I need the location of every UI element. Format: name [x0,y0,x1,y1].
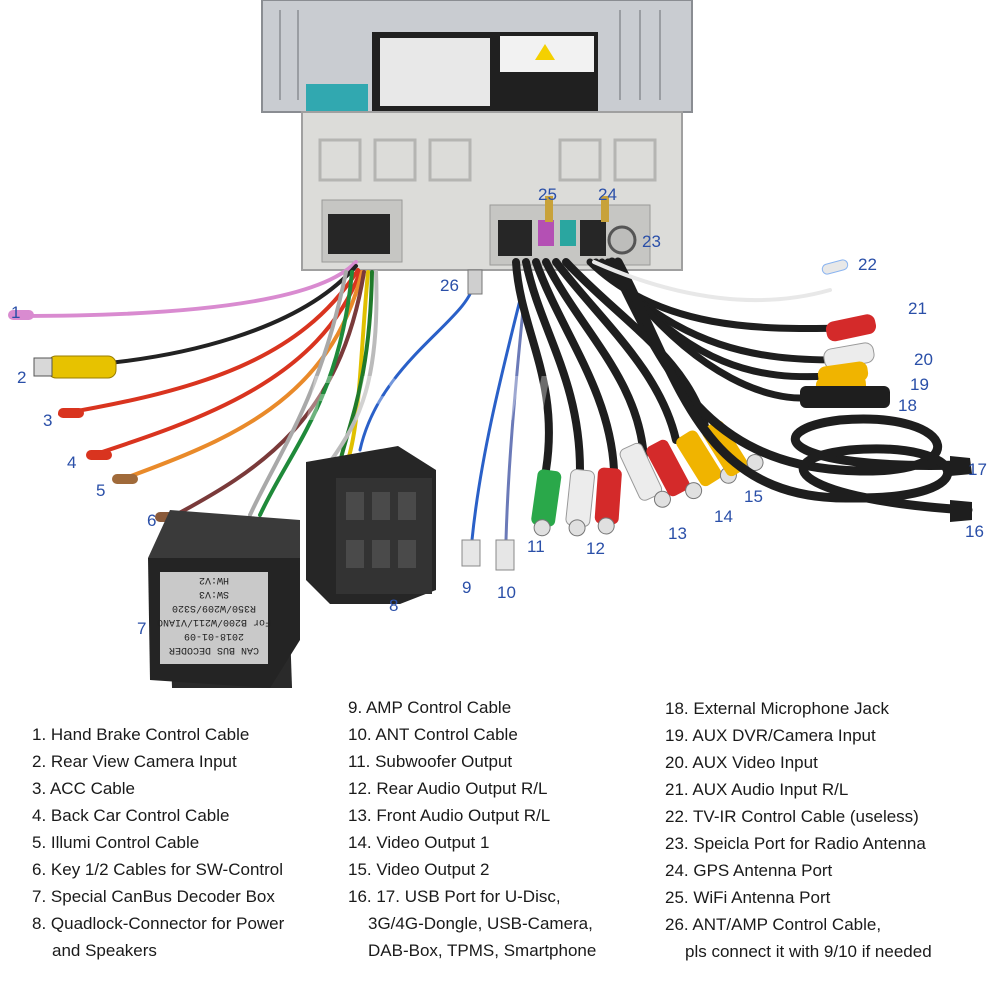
callout-18: 18 [898,396,917,415]
legend-item: 16. 17. USB Port for U-Disc, [348,887,561,906]
legend-item: 7. Special CanBus Decoder Box [32,887,275,906]
legend-item: 24. GPS Antenna Port [665,861,833,880]
legend-item: 13. Front Audio Output R/L [348,806,551,825]
callout-6: 6 [147,511,157,530]
aux-usb-cables [586,257,973,515]
wiring-diagram: CAN BUS DECODER 2018-01-09 For B200/W211/V… [8,0,973,688]
legend-item: 23. Speicla Port for Radio Antenna [665,834,926,853]
callout-13: 13 [668,524,687,543]
callout-15: 15 [744,487,763,506]
legend-item: 25. WiFi Antenna Port [665,888,831,907]
wire-tips [8,310,181,522]
legend-item: 14. Video Output 1 [348,833,490,852]
callout-25: 25 [538,185,557,204]
legend-item: 11. Subwoofer Output [348,752,513,771]
legend-item: 22. TV-IR Control Cable (useless) [665,807,919,826]
legend-item: 3. ACC Cable [32,779,135,798]
legend-item: 4. Back Car Control Cable [32,806,230,825]
aux-connectors [800,259,972,522]
callout-21: 21 [908,299,927,318]
legend-column-3: 18. External Microphone Jack 19. AUX DVR… [665,695,932,965]
watermark: ERISIN [305,362,554,434]
legend-item: 19. AUX DVR/Camera Input [665,726,876,745]
legend-column-2: 9. AMP Control Cable 10. ANT Control Cab… [348,694,596,964]
decoder-label-line: R350/W209/S320 [172,602,256,614]
legend-item: 18. External Microphone Jack [665,699,889,718]
legend-item: 26. ANT/AMP Control Cable, [665,915,882,934]
legend-item-continuation: pls connect it with 9/10 if needed [685,942,932,961]
callout-2: 2 [17,368,27,387]
legend-item: 5. Illumi Control Cable [32,833,200,852]
callout-22: 22 [858,255,877,274]
callout-9: 9 [462,578,472,597]
legend-item: 15. Video Output 2 [348,860,490,879]
callout-16: 16 [965,522,984,541]
decoder-label-line: HW:V2 [199,574,229,585]
canbus-decoder-box [148,510,300,688]
main-harness-socket [328,214,390,254]
legend-item-continuation: and Speakers [52,941,157,960]
decoder-label-line: For B200/W211/VIANO [157,616,271,628]
callout-1: 1 [11,303,21,322]
decoder-label-line: SW:V3 [199,588,229,599]
legend-item-continuation: DAB-Box, TPMS, Smartphone [368,941,597,960]
rear-camera-connector [33,355,117,379]
callout-26: 26 [440,276,459,295]
decoder-label-line: 2018-01-09 [184,630,244,641]
legend-item: 8. Quadlock-Connector for Power [32,914,285,933]
callout-4: 4 [67,453,77,472]
legend-item: 20. AUX Video Input [665,753,818,772]
legend-item: 6. Key 1/2 Cables for SW-Control [32,860,284,879]
callout-3: 3 [43,411,53,430]
legend-item: 10. ANT Control Cable [348,725,518,744]
radio-antenna-port [607,225,637,255]
warning-icon [535,44,555,60]
quadlock-connector [306,446,436,604]
callout-12: 12 [586,539,605,558]
decoder-label-line: CAN BUS DECODER [169,644,259,655]
callout-8: 8 [389,596,399,615]
callout-7: 7 [137,619,147,638]
callout-5: 5 [96,481,106,500]
callout-17: 17 [968,460,987,479]
rca-connectors-left [531,420,764,537]
callout-11: 11 [527,537,545,556]
amp-ant-cables [358,269,526,571]
callout-19: 19 [910,375,929,394]
legend-item: 12. Rear Audio Output R/L [348,779,548,798]
callout-20: 20 [914,350,933,369]
decoder-label: CAN BUS DECODER 2018-01-09 For B200/W211/V… [157,574,271,655]
legend-item: 1. Hand Brake Control Cable [32,725,250,744]
left-harness [18,260,379,520]
legend-item-continuation: 3G/4G-Dongle, USB-Camera, [368,914,593,933]
legend-column-1: 1. Hand Brake Control Cable 2. Rear View… [32,721,284,964]
head-unit [261,0,693,271]
callout-24: 24 [598,185,617,204]
gps-antenna-port [560,220,576,246]
wifi-antenna-port [538,220,554,246]
legend-item: 9. AMP Control Cable [348,698,512,717]
callout-10: 10 [497,583,516,602]
legend-item: 21. AUX Audio Input R/L [665,780,849,799]
callout-23: 23 [642,232,661,251]
callout-14: 14 [714,507,733,526]
chassis-port [306,84,368,112]
legend-item: 2. Rear View Camera Input [32,752,237,771]
